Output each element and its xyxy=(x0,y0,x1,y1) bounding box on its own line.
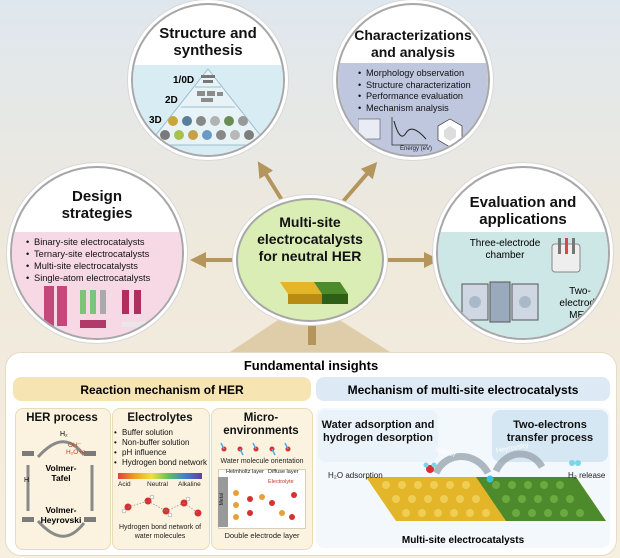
center-circle: Multi-site electrocatalysts for neutral … xyxy=(238,200,382,320)
micro-title: Micro-environments xyxy=(223,412,299,437)
electrolyte-item: Hydrogen bond network xyxy=(114,458,207,468)
h2-release-label: H₂ release xyxy=(568,471,606,480)
level-2d: 2D xyxy=(165,95,178,106)
diffuse-label: Diffuse layer xyxy=(268,469,299,475)
characterization-circle: Characterizations and analysis Morpholog… xyxy=(338,5,488,155)
species-h2: H₂ xyxy=(60,431,68,438)
species-hydroxide: OH⁻ xyxy=(68,442,82,449)
multi-site-caption: Multi-site electrocatalysts xyxy=(401,535,525,546)
reaction-header xyxy=(13,377,311,401)
two-electrode-label: Two-electrode MEA xyxy=(559,286,601,321)
pyramid-graphic xyxy=(146,68,270,146)
water-adsorption-box xyxy=(318,410,438,462)
electrolytes-list: Buffer solution Non-buffer solution pH i… xyxy=(110,428,207,468)
ph-acid: Acid xyxy=(118,481,131,488)
design-item: Multi-site electrocatalysts xyxy=(26,260,150,272)
water-network-graphic xyxy=(121,494,202,518)
design-list: Binary-site electrocatalysts Ternary-sit… xyxy=(14,236,150,284)
structure-title: Structure and synthesis xyxy=(159,25,257,59)
mechanism-title: Mechanism of multi-site electrocatalysts xyxy=(347,383,579,397)
characterization-graphics xyxy=(358,117,463,148)
ph-neutral: Neutral xyxy=(147,481,168,488)
electrolyte-item: Buffer solution xyxy=(114,428,207,438)
mea-graphic xyxy=(461,281,539,323)
center-title: Multi-site electrocatalysts for neutral … xyxy=(257,214,363,264)
her-process-panel xyxy=(15,408,111,550)
ph-alkaline: Alkaline xyxy=(178,481,201,488)
electrolytes-title: Electrolytes xyxy=(127,412,193,424)
evaluation-title: Evaluation and applications xyxy=(469,194,577,228)
catalyst-slab-center xyxy=(280,282,348,304)
arrow-to-characterization xyxy=(338,161,378,207)
volmer-heyrovski-label: Volmer-Heyrovski xyxy=(40,505,82,525)
cell-graphic xyxy=(551,238,581,273)
characterization-list: Morphology observation Structure charact… xyxy=(346,68,471,114)
her-process-title: HER process xyxy=(26,412,98,424)
orientation-caption: Water molecule orientation xyxy=(220,458,304,465)
level-1-0d: 1/0D xyxy=(173,75,195,86)
reaction-title: Reaction mechanism of HER xyxy=(80,383,244,397)
char-item: Morphology observation xyxy=(358,68,471,80)
h2o-adsorption-label: H₂O adsorption xyxy=(328,471,383,480)
water-adsorption-title: Water adsorption and hydrogen desorption xyxy=(321,419,435,444)
helmholtz-label: Helmholtz layer xyxy=(226,469,264,475)
multi-site-surface-graphic xyxy=(366,450,606,521)
fundamental-panel: Fundamental insights Reaction mechanism … xyxy=(5,352,617,556)
evaluation-circle: Evaluation and applications Three-electr… xyxy=(438,168,608,338)
arrow-to-structure xyxy=(257,161,287,207)
her-cycle-graphic xyxy=(22,440,96,538)
design-title: Design strategies xyxy=(61,188,133,222)
ion-distribution-graphic xyxy=(233,490,297,520)
design-circle: Design strategies Binary-site electrocat… xyxy=(12,168,182,338)
metal-electrode xyxy=(218,477,228,527)
water-orientation-graphic xyxy=(220,442,291,456)
mechanism-header xyxy=(316,377,610,401)
metal-label: Metal xyxy=(219,493,225,506)
structure-synthesis-circle: Structure and synthesis 1/0D 2D 3D xyxy=(133,5,283,155)
characterization-title: Characterizations and analysis xyxy=(354,27,472,60)
fundamental-title: Fundamental insights xyxy=(243,358,379,373)
energy-axis-label: Energy (eV) xyxy=(400,146,433,152)
electrolyte-label: Electrolyte xyxy=(268,479,294,485)
design-item: Single-atom electrocatalysts xyxy=(26,272,150,284)
ph-scale-bar xyxy=(118,473,202,479)
char-item: Performance evaluation xyxy=(358,91,471,103)
water-network-caption: Hydrogen bond network of water molecules xyxy=(118,524,202,540)
design-item: Binary-site electrocatalysts xyxy=(26,236,150,248)
species-water: H₂O+e xyxy=(66,449,86,456)
electrolyte-item: pH influence xyxy=(114,448,207,458)
char-item: Structure characterization xyxy=(358,80,471,92)
three-electrode-label: Three-electrode chamber xyxy=(469,238,541,261)
level-3d: 3D xyxy=(149,115,162,126)
catalyst-rods-graphic xyxy=(44,286,146,328)
species-h: H xyxy=(24,477,30,484)
double-layer-caption: Double electrode layer xyxy=(224,531,300,540)
char-item: Mechanism analysis xyxy=(358,103,471,115)
electrolyte-item: Non-buffer solution xyxy=(114,438,207,448)
volmer-tafel-label: Volmer-Tafel xyxy=(45,463,77,483)
design-item: Ternary-site electrocatalysts xyxy=(26,248,150,260)
two-electron-title: Two-electrons transfer process xyxy=(506,419,594,444)
